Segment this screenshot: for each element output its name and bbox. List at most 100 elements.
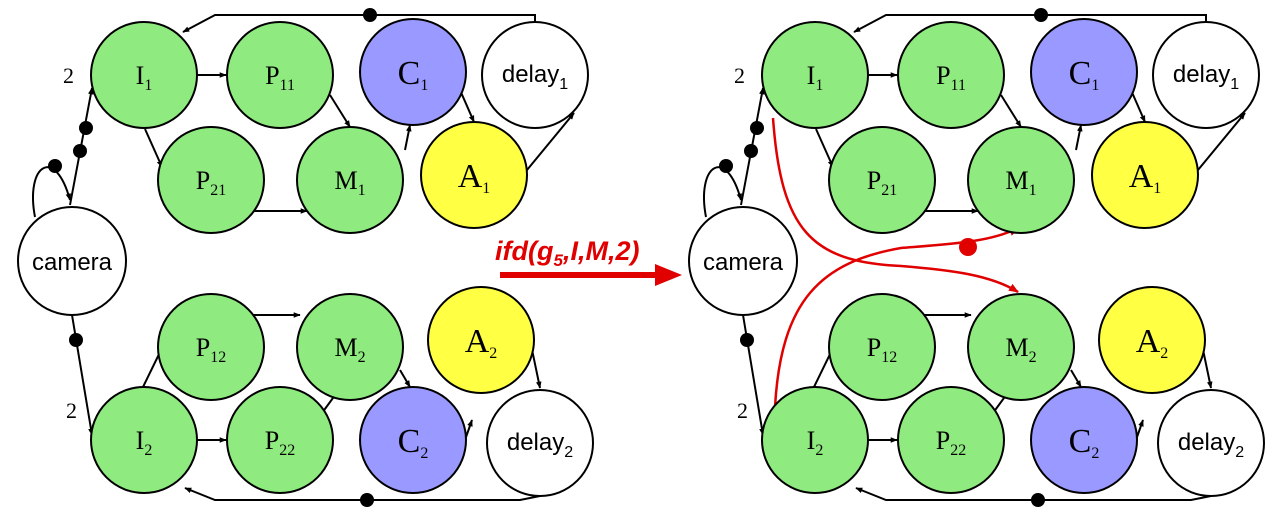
node-p22-circle (897, 386, 1005, 494)
node-label-base: M (334, 166, 357, 195)
edge-c1-to-a1 (459, 89, 475, 123)
node-i1-circle (761, 21, 869, 129)
node-m1-label: M1 (334, 166, 365, 199)
graph-after: 2 2 camera I1 P11 C1 delay1 P21 M1 (688, 8, 1265, 507)
node-a1-label: A1 (458, 158, 491, 197)
token (750, 121, 764, 135)
graph-before: 2 2 camera I1 P11 C1 delay1 P21 M1 (17, 8, 594, 507)
node-m2-label: M2 (1005, 333, 1036, 366)
transformation-label: ifd(g5,I,M,2) (495, 236, 639, 270)
node-label-base: A (458, 158, 483, 195)
node-c2-label: C2 (1069, 423, 1100, 462)
node-label-subscript: 11 (280, 77, 295, 94)
node-label-base: P (936, 61, 950, 90)
node-delay1-circle (481, 21, 589, 129)
node-label-subscript: 2 (815, 442, 823, 459)
node-label-base: delay (1173, 61, 1230, 88)
edge-i1-to-m2-red (771, 117, 1019, 294)
node-p21: P21 (828, 126, 936, 234)
node-p22: P22 (226, 386, 334, 494)
node-label-subscript: 22 (279, 442, 295, 459)
node-label-base: I (136, 426, 145, 455)
node-label-base: delay (502, 61, 559, 88)
node-p21-circle (157, 126, 265, 234)
node-a2: A2 (427, 286, 535, 394)
node-delay1: delay1 (1152, 21, 1260, 129)
edge-weight-label: 2 (737, 398, 748, 423)
node-delay1-label: delay1 (502, 61, 568, 93)
node-a2-circle (1098, 286, 1206, 394)
node-i1-label: I1 (807, 61, 824, 94)
node-label-base: delay (1178, 429, 1235, 456)
node-label-base: camera (703, 249, 784, 276)
node-label-base: P (867, 333, 881, 362)
edge-weight-label: 2 (66, 398, 77, 423)
node-m1-circle (296, 126, 404, 234)
node-p12: P12 (828, 293, 936, 401)
token (740, 333, 754, 347)
node-p22-label: P22 (936, 426, 966, 459)
node-a1-circle (1091, 121, 1199, 229)
edge-weight-label: 2 (734, 63, 745, 88)
node-c2: C2 (1030, 386, 1138, 494)
transformation-prefix: ifd(g (495, 236, 554, 266)
node-p11: P11 (226, 21, 334, 129)
node-label-subscript: 11 (951, 77, 966, 94)
node-c2: C2 (359, 386, 467, 494)
node-label-base: P (196, 333, 210, 362)
node-label-subscript: 2 (1160, 345, 1168, 362)
node-p21-label: P21 (867, 166, 897, 199)
node-c1: C1 (1030, 18, 1138, 126)
node-a2: A2 (1098, 286, 1206, 394)
edge-delay1-to-i1 (853, 14, 1207, 37)
token (363, 8, 377, 22)
tokens-after (719, 8, 1048, 507)
node-m2: M2 (967, 293, 1075, 401)
node-a2-circle (427, 286, 535, 394)
token (360, 493, 374, 507)
node-label-base: P (196, 166, 210, 195)
node-delay2-circle (486, 389, 594, 497)
node-c1-circle (1030, 18, 1138, 126)
node-camera-label: camera (32, 249, 113, 276)
node-label-subscript: 2 (358, 349, 366, 366)
node-a1: A1 (420, 121, 528, 229)
token (69, 333, 83, 347)
node-p11-label: P11 (265, 61, 295, 94)
transformation-arrow: ifd(g5,I,M,2) (495, 236, 682, 286)
edge-m1-to-c1 (1075, 124, 1083, 151)
node-label-subscript: 1 (482, 180, 490, 197)
node-label-base: delay (507, 429, 564, 456)
node-c1-label: C1 (398, 55, 429, 94)
edge-weight-label: 2 (63, 63, 74, 88)
node-label-subscript: 2 (144, 442, 152, 459)
node-a1-circle (420, 121, 528, 229)
node-label-subscript: 1 (420, 77, 428, 94)
token-red (959, 238, 977, 256)
node-i2-circle (90, 386, 198, 494)
edge-camera-self-loop (32, 166, 72, 218)
edge-m1-to-c1 (404, 124, 412, 151)
node-i1: I1 (761, 21, 869, 129)
node-m1: M1 (967, 126, 1075, 234)
node-label-subscript: 22 (950, 442, 966, 459)
node-p11: P11 (897, 21, 1005, 129)
node-label-base: P (936, 426, 950, 455)
node-p22: P22 (897, 386, 1005, 494)
node-i2-circle (761, 386, 869, 494)
transformation-arrow-head (655, 264, 682, 286)
node-i1-circle (90, 21, 198, 129)
node-delay2-label: delay2 (507, 429, 573, 461)
node-i2-label: I2 (136, 426, 153, 459)
edge-delay1-to-i1 (182, 14, 536, 37)
node-label-base: A (465, 323, 490, 360)
node-m2-circle (296, 293, 404, 401)
node-camera-circle (17, 206, 127, 316)
node-label-subscript: 2 (420, 445, 428, 462)
node-c1-circle (359, 18, 467, 126)
tokens-before (48, 8, 377, 507)
edge-i2-to-m1-red (773, 226, 1019, 408)
node-p11-circle (226, 21, 334, 129)
node-p21-circle (828, 126, 936, 234)
edge-a1-to-delay1 (1197, 112, 1246, 171)
